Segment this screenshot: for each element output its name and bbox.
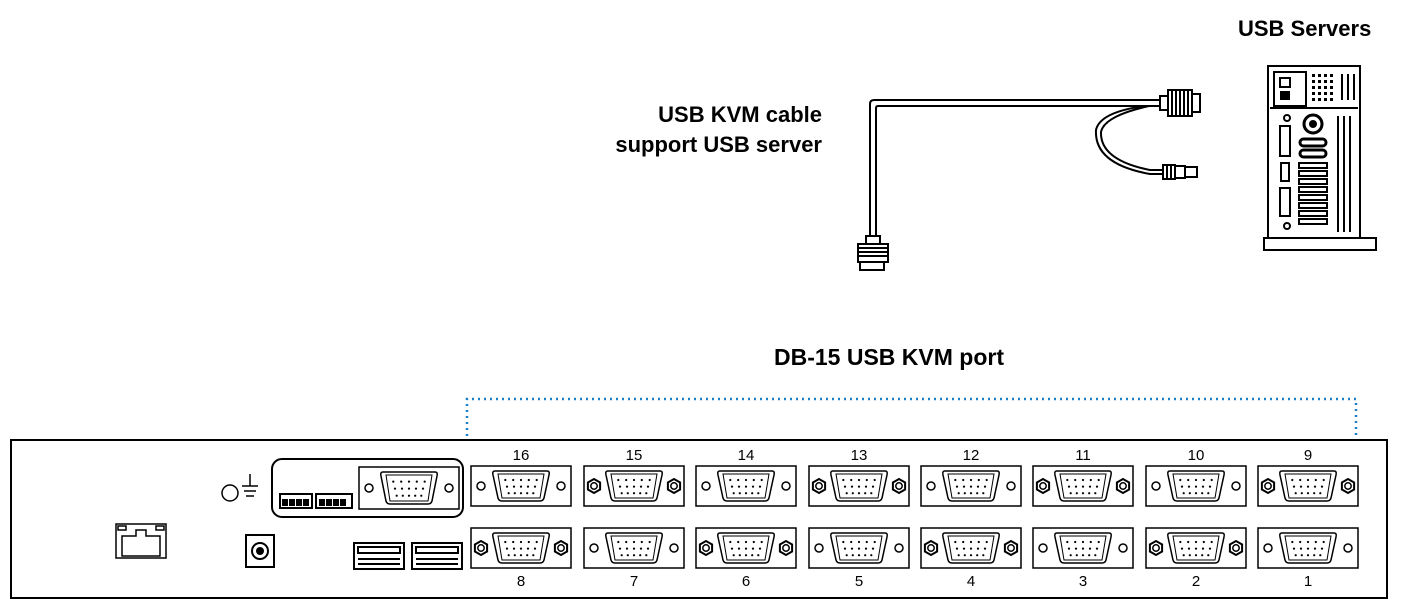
port-number-16: 16 <box>513 447 530 464</box>
console-port-group <box>271 458 464 518</box>
db15-port-group-label: DB-15 USB KVM port <box>774 344 1005 370</box>
port-number-12: 12 <box>963 447 980 464</box>
vga-port-12 <box>920 465 1022 507</box>
kvm-back-panel <box>10 439 1388 599</box>
port-number-5: 5 <box>855 573 863 590</box>
port-number-13: 13 <box>851 447 868 464</box>
vga-port-7 <box>583 527 685 569</box>
vga-port-15 <box>583 465 685 507</box>
usb-kvm-cable-label: USB KVM cable support USB server <box>560 100 822 160</box>
port-number-9: 9 <box>1304 447 1312 464</box>
port-number-10: 10 <box>1188 447 1205 464</box>
vga-port-8 <box>470 527 572 569</box>
port-number-8: 8 <box>517 573 525 590</box>
dc-power-jack-icon <box>245 534 275 568</box>
usb-a-port-icon-2 <box>411 542 463 570</box>
vga-port-11 <box>1032 465 1134 507</box>
db15-ports: 16 15 14 13 12 11 10 9 8 7 6 5 4 3 2 1 <box>470 447 1359 590</box>
rj45-port-icon <box>115 523 167 559</box>
tower-server-icon <box>1263 65 1377 251</box>
vga-port-2 <box>1145 527 1247 569</box>
console-vga-port <box>358 466 460 510</box>
vga-port-5 <box>808 527 910 569</box>
port-group-bracket <box>465 397 1358 436</box>
vga-port-4 <box>920 527 1022 569</box>
port-number-7: 7 <box>630 573 638 590</box>
usb-servers-label: USB Servers <box>1238 16 1372 41</box>
port-number-3: 3 <box>1079 573 1087 590</box>
port-number-14: 14 <box>738 447 755 464</box>
console-vga-port-icon <box>358 466 460 510</box>
port-number-6: 6 <box>742 573 750 590</box>
vga-port-10 <box>1145 465 1247 507</box>
port-number-4: 4 <box>967 573 975 590</box>
port-number-2: 2 <box>1192 573 1200 590</box>
port-number-1: 1 <box>1304 573 1312 590</box>
vga-port-6 <box>695 527 797 569</box>
ground-symbol-icon <box>221 474 258 502</box>
vga-port-9 <box>1257 465 1359 507</box>
cable-label-line1: USB KVM cable <box>658 102 822 127</box>
vga-port-16 <box>470 465 572 507</box>
port-number-11: 11 <box>1075 447 1091 464</box>
cable-label-line2: support USB server <box>615 132 822 157</box>
kvm-cable-icon <box>857 89 1201 271</box>
vga-port-3 <box>1032 527 1134 569</box>
vga-port-14 <box>695 465 797 507</box>
port-number-15: 15 <box>626 447 643 464</box>
vga-port-13 <box>808 465 910 507</box>
usb-a-port-icon <box>353 542 405 570</box>
vga-port-1 <box>1257 527 1359 569</box>
